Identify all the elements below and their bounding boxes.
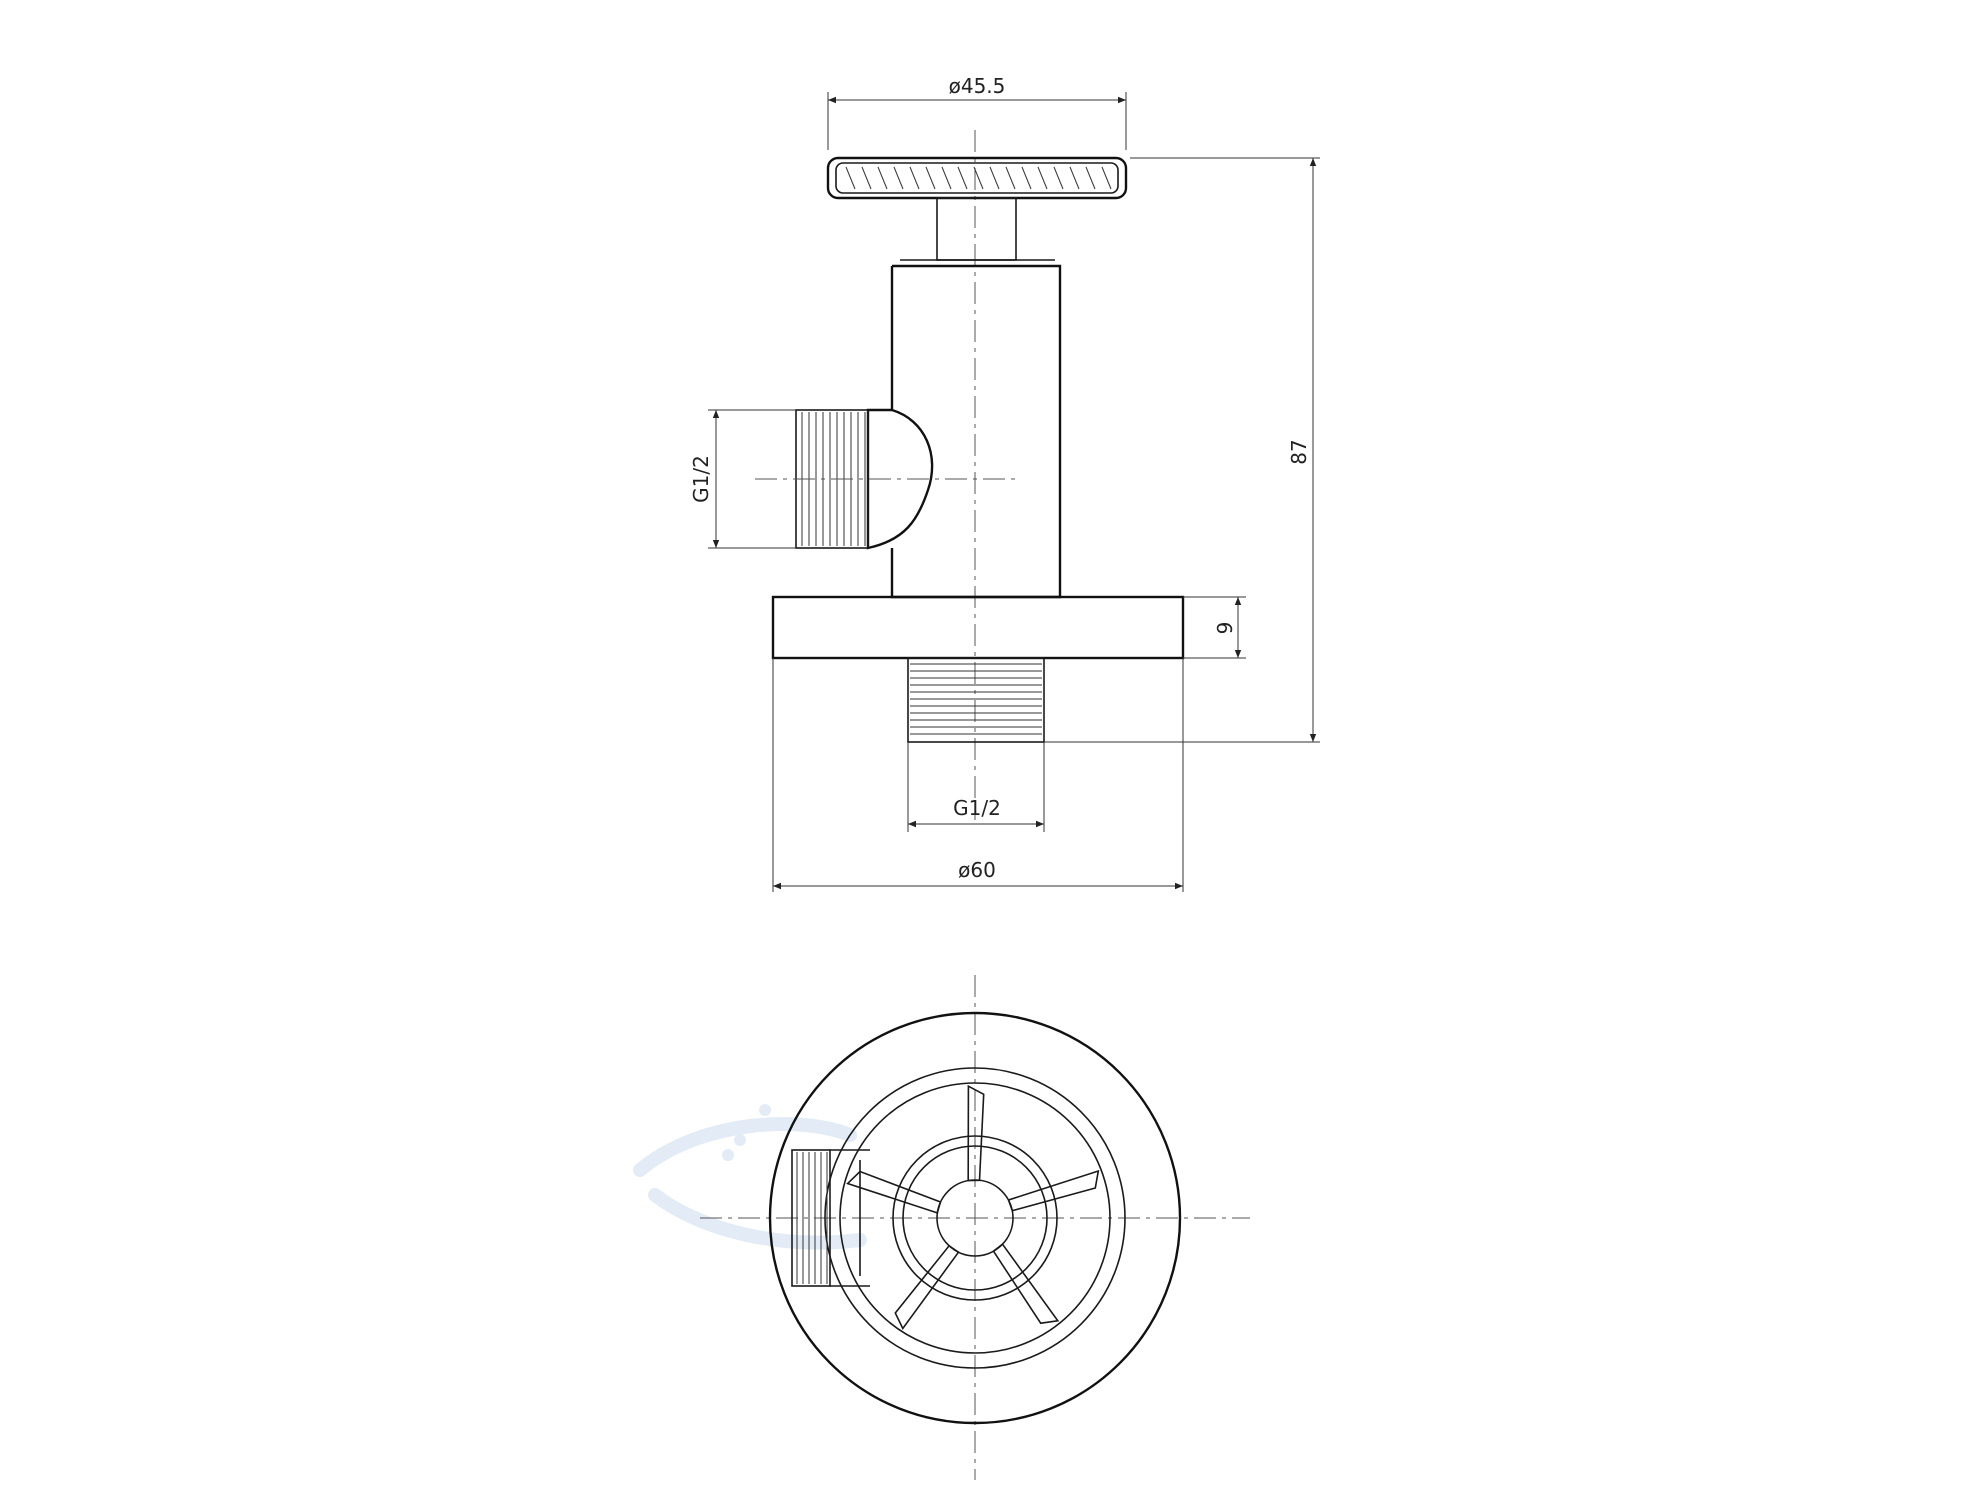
body-outline: [892, 1135, 1058, 1301]
outlet-shoulder: [866, 408, 934, 550]
handwheel: [826, 156, 1128, 200]
handwheel-rim-inner: [839, 1082, 1111, 1354]
handwheel-rim-outer: [824, 1067, 1126, 1369]
spoke: [894, 1244, 960, 1331]
dim-overall-height: 87: [1287, 439, 1311, 464]
valve-body: [890, 264, 1062, 599]
handwheel-knurling: [845, 166, 1112, 190]
top-view: [700, 975, 1250, 1480]
handwheel-spokes: [846, 1084, 1100, 1331]
dim-flange-diameter: ø60: [958, 858, 996, 882]
flange-outline: [768, 1011, 1182, 1425]
front-view: [755, 130, 1185, 820]
bottom-thread: [907, 657, 1045, 743]
spoke: [1007, 1169, 1100, 1212]
spoke: [846, 1170, 942, 1214]
dim-bottom-thread: G1/2: [953, 796, 1001, 820]
dim-side-thread: G1/2: [689, 455, 713, 503]
dim-flange-thickness: 9: [1213, 622, 1237, 635]
flange: [771, 595, 1185, 660]
top-side-thread: [791, 1149, 870, 1287]
dim-handwheel-diameter: ø45.5: [949, 74, 1006, 98]
valve-stem: [936, 197, 1017, 261]
dimension-lines: [708, 92, 1320, 892]
spoke: [992, 1243, 1060, 1325]
spoke: [967, 1084, 985, 1182]
